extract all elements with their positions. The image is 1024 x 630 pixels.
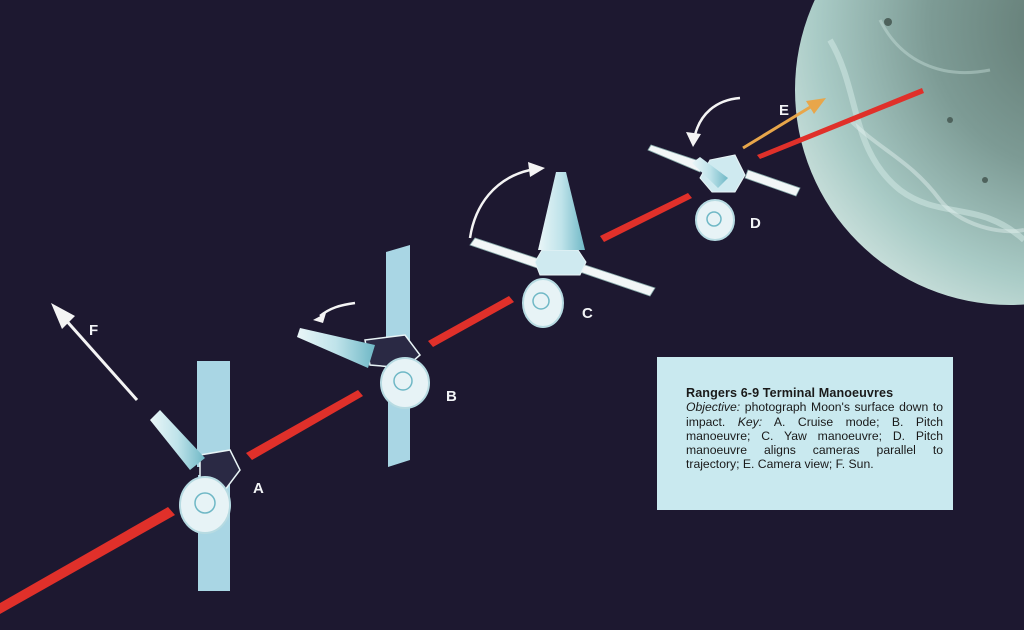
trajectory-segment-3 <box>428 296 514 347</box>
key-text: A. Cruise mode; B. Pitch manoeuvre; C. Y… <box>686 414 943 472</box>
spacecraft-d <box>647 96 801 241</box>
spacecraft-a <box>150 361 241 591</box>
trajectory-segment-5 <box>757 88 924 159</box>
camera-cone <box>150 410 205 470</box>
trajectory-segment-2 <box>246 390 363 460</box>
spacecraft-c <box>468 162 656 328</box>
pitch-arrow <box>319 301 356 317</box>
objective-label: Objective: <box>686 400 741 415</box>
camera-cone <box>297 328 375 368</box>
solar-panel-top <box>197 361 230 467</box>
solar-panel-right <box>744 169 801 197</box>
yaw-arrow <box>468 168 531 239</box>
key-label: Key: <box>737 414 763 429</box>
camera-cone <box>538 172 585 250</box>
caption-box: Rangers 6-9 Terminal Manoeuvres Objectiv… <box>657 357 953 510</box>
trajectory-segment-4 <box>600 193 692 242</box>
label-f: F <box>89 322 99 339</box>
high-gain-antenna <box>179 476 231 534</box>
high-gain-antenna <box>522 278 564 328</box>
moon <box>795 0 1024 305</box>
caption-title: Rangers 6-9 Terminal Manoeuvres <box>686 386 894 400</box>
spacecraft-b <box>297 245 430 467</box>
label-c: C <box>582 305 593 322</box>
camera-view-arrow <box>742 98 826 150</box>
label-b: B <box>446 388 457 405</box>
high-gain-antenna <box>695 199 735 241</box>
high-gain-antenna <box>380 357 430 409</box>
label-e: E <box>779 102 790 119</box>
trajectory-segment-1 <box>0 507 175 614</box>
solar-panel-top <box>386 245 410 345</box>
sun-arrow <box>51 303 139 401</box>
objective-text: photograph Moon's surface down to impact… <box>686 400 943 429</box>
trajectory <box>0 88 924 614</box>
camera-cone <box>692 157 728 188</box>
label-a: A <box>253 480 264 497</box>
label-d: D <box>750 215 761 232</box>
pitch-arrow <box>693 96 741 136</box>
